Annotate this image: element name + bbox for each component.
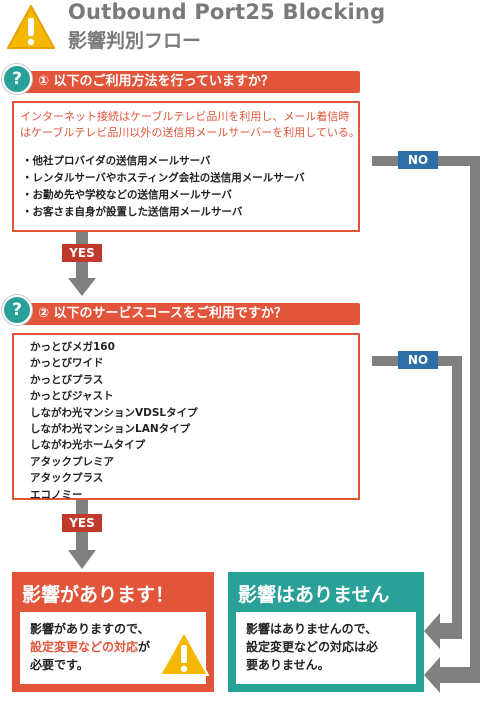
list-item: かっとびメガ160 <box>30 341 115 353</box>
list-item: しながわ光ホームタイプ <box>30 439 146 452</box>
list-item: かっとびジャスト <box>30 390 114 403</box>
list-item: エコノミー <box>30 488 83 501</box>
question-1-box: インターネット接続はケーブルテレビ品川を利用し、メール着信時 はケーブルテレビ品… <box>12 101 360 232</box>
page-title: Outbound Port25 Blocking <box>68 0 386 24</box>
yes-arrow-1-head <box>68 278 96 296</box>
question-1-bar: ① 以下のご利用方法を行っていますか？ <box>12 71 360 93</box>
list-item: かっとびプラス <box>30 373 104 386</box>
list-item: レンタルサーバやホスティング会社の送信用メールサーバ <box>22 170 305 187</box>
list-item: 他社プロバイダの送信用メールサーバ <box>22 153 305 170</box>
list-item: アタックプラス <box>30 472 104 485</box>
question-2-box: かっとびメガ160 かっとびワイド かっとびプラス かっとびジャスト しながわ光… <box>12 333 360 503</box>
no-label-2: NO <box>398 351 438 369</box>
yes-label-1: YES <box>62 244 102 262</box>
result-not-affected-title: 影響はありません <box>238 584 390 606</box>
page-subtitle: 影響判別フロー <box>68 30 202 52</box>
result-affected-box: 影響があります！ 影響がありますので、 設定変更などの対応が 必要です。 <box>12 572 214 692</box>
warning-icon <box>159 631 209 676</box>
list-item: アタックプレミア <box>30 455 114 468</box>
list-item: かっとびワイド <box>30 357 104 370</box>
question-2-list: かっとびメガ160 かっとびワイド かっとびプラス かっとびジャスト しながわ光… <box>30 339 198 503</box>
question-1-label: ① 以下のご利用方法を行っていますか？ <box>38 74 274 89</box>
list-item: しながわ光マンションVDSLタイプ <box>30 406 198 419</box>
warning-icon <box>7 5 55 49</box>
result-affected-title: 影響があります！ <box>22 584 175 606</box>
question-icon: ? <box>2 64 32 94</box>
list-item: お勤め先や学校などの送信用メールサーバ <box>22 187 305 204</box>
question-1-note: インターネット接続はケーブルテレビ品川を利用し、メール着信時 はケーブルテレビ品… <box>20 110 360 139</box>
list-item: お客さま自身が設置した送信用メールサーバ <box>22 204 305 221</box>
yes-arrow-2-head <box>68 550 96 569</box>
question-2-label: ② 以下のサービスコースをご利用ですか？ <box>38 306 287 321</box>
yes-label-2: YES <box>62 514 102 532</box>
list-item: しながわ光マンションLANタイプ <box>30 423 191 436</box>
no-path-2 <box>372 356 462 649</box>
result-not-affected-body: 影響はありませんので、 設定変更などの対応は必 要ありません。 <box>236 612 416 684</box>
question-icon: ? <box>2 295 32 325</box>
result-not-affected-box: 影響はありません 影響はありませんので、 設定変更などの対応は必 要ありません。 <box>228 572 424 692</box>
question-2-bar: ② 以下のサービスコースをご利用ですか？ <box>12 303 360 325</box>
no-label-1: NO <box>398 151 438 169</box>
question-1-list: 他社プロバイダの送信用メールサーバ レンタルサーバやホスティング会社の送信用メー… <box>22 153 305 221</box>
highlight-text: 設定変更などの対応 <box>30 640 139 654</box>
